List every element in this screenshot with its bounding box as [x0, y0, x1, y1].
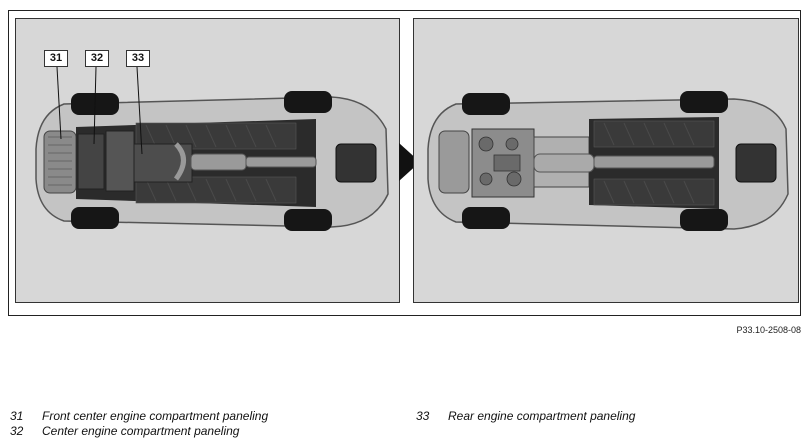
callout-33: 33	[126, 50, 150, 67]
legend-number: 32	[10, 424, 24, 438]
legend-text: Center engine compartment paneling	[42, 424, 240, 438]
legend-item: 33 Rear engine compartment paneling	[416, 409, 635, 423]
underbody-without-paneling-image	[413, 18, 799, 303]
figure-code: P33.10-2508-08	[736, 325, 801, 335]
legend-number: 31	[10, 409, 24, 423]
legend-item: 32 Center engine compartment paneling	[10, 424, 239, 438]
car-underbody-right-illustration	[427, 91, 789, 231]
underbody-with-paneling-image	[15, 18, 400, 303]
legend-text: Front center engine compartment paneling	[42, 409, 269, 423]
legend-item: 31 Front center engine compartment paneli…	[10, 409, 268, 423]
legend-text: Rear engine compartment paneling	[448, 409, 636, 423]
callout-32: 32	[85, 50, 109, 67]
callout-31: 31	[44, 50, 68, 67]
legend-number: 33	[416, 409, 430, 423]
car-underbody-left-illustration	[35, 66, 389, 231]
